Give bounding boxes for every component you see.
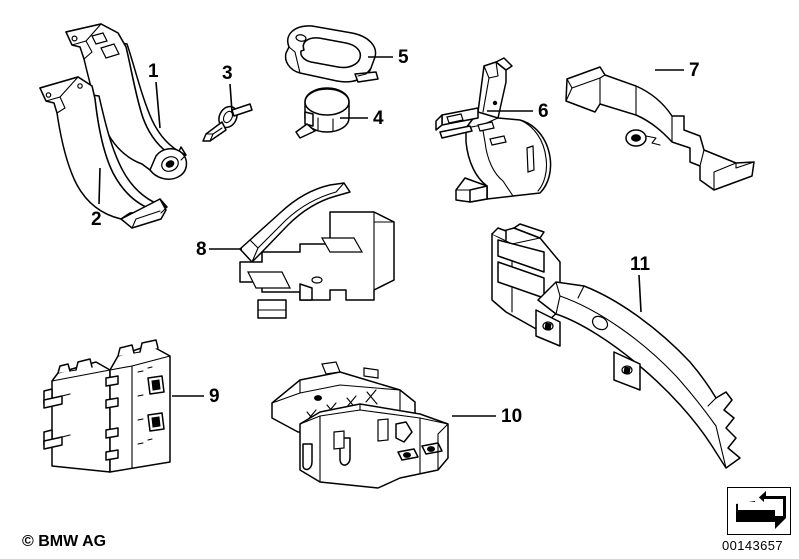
callout-label-7: 7 xyxy=(689,60,700,81)
callout-label-5: 5 xyxy=(398,47,409,68)
leader-3 xyxy=(229,83,233,113)
part-11-long-cable-channel-rail xyxy=(491,223,741,469)
copyright-notice: © BMW AG xyxy=(22,533,107,550)
part-4-round-cable-clamp xyxy=(295,87,350,139)
leader-11 xyxy=(638,274,642,313)
callout-label-11: 11 xyxy=(630,254,651,275)
callout-label-10: 10 xyxy=(501,406,523,427)
callout-label-1: 1 xyxy=(148,61,159,82)
callout-label-3: 3 xyxy=(222,63,233,84)
part-3-expanding-rivet-fastener xyxy=(202,103,253,142)
bmw-arrow-mark-icon xyxy=(736,491,786,529)
part-1-upper-curved-cable-bracket xyxy=(65,23,188,180)
part-2-lower-curved-cable-bracket xyxy=(39,76,168,229)
part-8-stamped-mounting-plate xyxy=(239,182,395,319)
callout-label-9: 9 xyxy=(209,386,220,407)
callout-label-2: 2 xyxy=(91,209,102,230)
part-7-flat-cable-guide-strip xyxy=(565,66,755,191)
leader-1 xyxy=(155,81,161,129)
callout-label-4: 4 xyxy=(373,108,384,129)
leader-2 xyxy=(98,167,101,205)
part-9-twin-module-connector-block xyxy=(43,339,171,473)
bmw-arrow-logo-box xyxy=(727,487,791,535)
part-10-relay-box-housing-tray xyxy=(271,361,449,489)
diagram-number: 00143657 xyxy=(722,538,784,553)
callout-leader-lines xyxy=(98,56,684,417)
callout-label-8: 8 xyxy=(196,239,207,260)
callout-label-6: 6 xyxy=(538,101,549,122)
part-6-angled-wiring-duct-bracket xyxy=(435,57,552,203)
part-5-oval-grommet-holder xyxy=(284,25,379,83)
